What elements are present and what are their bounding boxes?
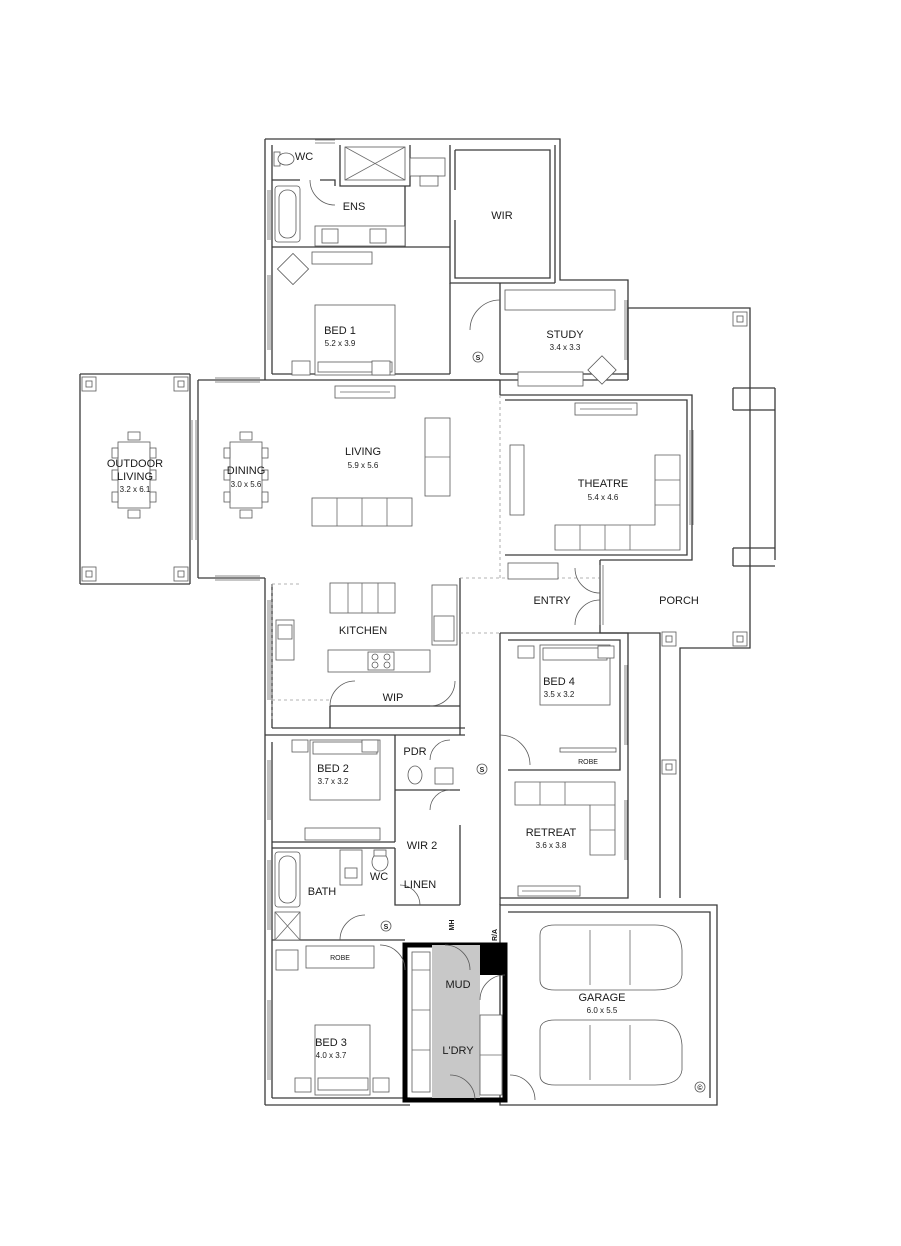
porch-columns <box>81 311 748 775</box>
size-garage: 6.0 x 5.5 <box>587 1006 618 1015</box>
size-living: 5.9 x 5.6 <box>348 461 379 470</box>
label-linen: LINEN <box>404 879 436 891</box>
label-bed1: BED 1 <box>324 325 356 337</box>
label-robe4: ROBE <box>578 759 598 766</box>
label-wc2: WC <box>370 871 388 883</box>
label-theatre: THEATRE <box>578 478 629 490</box>
size-retreat: 3.6 x 3.8 <box>536 841 567 850</box>
label-outdoor-2: LIVING <box>117 471 153 483</box>
size-theatre: 5.4 x 4.6 <box>588 493 619 502</box>
mud-laundry-zone <box>411 945 505 1098</box>
label-porch: PORCH <box>659 595 699 607</box>
doors <box>309 179 601 1101</box>
label-pdr: PDR <box>403 746 426 758</box>
label-wip: WIP <box>383 692 404 704</box>
label-mud: MUD <box>445 979 470 991</box>
smoke-detectors <box>380 351 706 1093</box>
label-dining: DINING <box>227 465 266 477</box>
copyright-symbol: © <box>697 1084 703 1092</box>
size-bed3: 4.0 x 3.7 <box>316 1051 347 1060</box>
smoke-symbol: S <box>480 767 485 774</box>
label-wir: WIR <box>491 210 512 222</box>
smoke-symbol: S <box>384 924 389 931</box>
label-study: STUDY <box>546 329 584 341</box>
label-mh: MH <box>449 920 456 931</box>
windows <box>191 139 694 1080</box>
label-ra: R/A <box>492 929 499 941</box>
label-bath: BATH <box>308 886 337 898</box>
label-bed4: BED 4 <box>543 676 575 688</box>
label-robe3: ROBE <box>330 955 350 962</box>
label-retreat: RETREAT <box>526 827 577 839</box>
size-bed4: 3.5 x 3.2 <box>544 690 575 699</box>
label-entry: ENTRY <box>533 595 571 607</box>
room-labels: WC ENS WIR BED 1 5.2 x 3.9 STUDY 3.4 x 3… <box>107 151 699 1060</box>
size-outdoor: 3.2 x 6.1 <box>120 485 151 494</box>
label-ens: ENS <box>343 201 366 213</box>
label-laundry: L'DRY <box>442 1045 474 1057</box>
size-bed1: 5.2 x 3.9 <box>325 339 356 348</box>
label-bed3: BED 3 <box>315 1037 347 1049</box>
label-garage: GARAGE <box>578 992 625 1004</box>
label-kitchen: KITCHEN <box>339 625 387 637</box>
label-wc: WC <box>295 151 313 163</box>
smoke-symbol: S <box>476 355 481 362</box>
size-study: 3.4 x 3.3 <box>550 343 581 352</box>
label-wir2: WIR 2 <box>407 840 438 852</box>
label-bed2: BED 2 <box>317 763 349 775</box>
label-outdoor-1: OUTDOOR <box>107 458 163 470</box>
furniture <box>111 146 683 1096</box>
size-dining: 3.0 x 5.6 <box>231 480 262 489</box>
label-living: LIVING <box>345 446 381 458</box>
size-bed2: 3.7 x 3.2 <box>318 777 349 786</box>
